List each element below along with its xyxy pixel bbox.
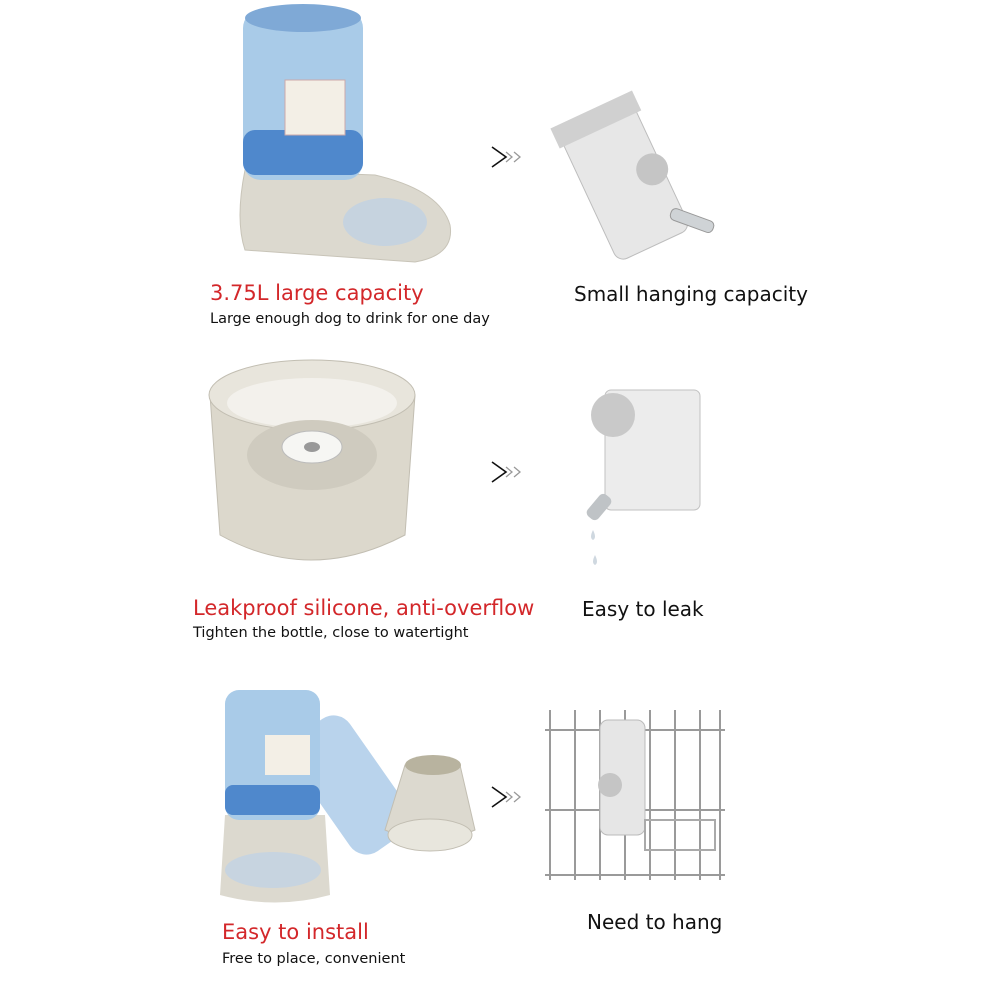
- leakproof-title: Leakproof silicone, anti-overflow: [193, 596, 535, 620]
- cage-bottle-image: [545, 710, 725, 880]
- capacity-subtitle: Large enough dog to drink for one day: [210, 311, 490, 327]
- dispenser-image: [239, 4, 452, 263]
- leakproof-subtitle: Tighten the bottle, close to watertight: [193, 625, 469, 641]
- install-image: [220, 690, 476, 903]
- leaking-bottle-image: [586, 389, 701, 565]
- easy-install-subtitle: Free to place, convenient: [222, 951, 406, 967]
- need-to-hang-title: Need to hang: [587, 910, 723, 934]
- chevron-arrow-icon: [491, 461, 522, 483]
- capacity-title: 3.75L large capacity: [210, 281, 424, 305]
- hanging-bottle-image: [550, 90, 715, 260]
- easy-to-leak-title: Easy to leak: [582, 597, 704, 621]
- chevron-arrow-icon: [491, 786, 522, 808]
- hanging-capacity-title: Small hanging capacity: [574, 282, 808, 306]
- easy-install-title: Easy to install: [222, 920, 369, 944]
- chevron-arrow-icon: [491, 146, 522, 168]
- bottle-cap-image: [208, 359, 416, 561]
